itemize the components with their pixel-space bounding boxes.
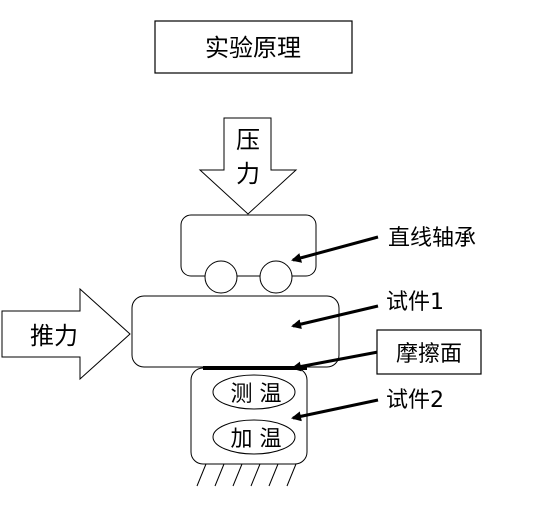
pressure-arrow: 压 力 <box>198 117 298 215</box>
pointer-linear-bearing <box>291 235 379 263</box>
pointer-friction-surface <box>291 350 379 372</box>
temp-measure-ellipse <box>212 374 296 410</box>
specimen-1 <box>131 295 340 368</box>
heating-ellipse <box>212 419 296 455</box>
title-text: 实验原理 <box>205 34 301 62</box>
thrust-label: 推力 <box>30 322 78 350</box>
bearing-roller-left <box>204 260 238 294</box>
linear-bearing <box>180 214 317 294</box>
label-linear-bearing: 直线轴承 <box>388 226 476 251</box>
bearing-roller-right <box>259 260 293 294</box>
heating-label: 加 温 <box>231 427 282 452</box>
temp-measure-label: 测 温 <box>231 382 282 407</box>
friction-surface-box: 摩擦面 <box>376 329 482 375</box>
pressure-label-bottom: 力 <box>236 160 260 188</box>
label-specimen-2: 试件2 <box>386 388 444 413</box>
ground-hatching <box>196 463 297 487</box>
thrust-arrow: 推力 <box>1 287 131 381</box>
title-box: 实验原理 <box>154 20 353 74</box>
specimen-2: 测 温 加 温 <box>190 367 308 465</box>
pressure-label-top: 压 <box>236 126 260 154</box>
label-specimen-1: 试件1 <box>386 290 444 315</box>
pointer-specimen-1 <box>291 304 379 330</box>
label-friction-surface: 摩擦面 <box>396 342 462 367</box>
pointer-specimen-2 <box>291 398 379 422</box>
